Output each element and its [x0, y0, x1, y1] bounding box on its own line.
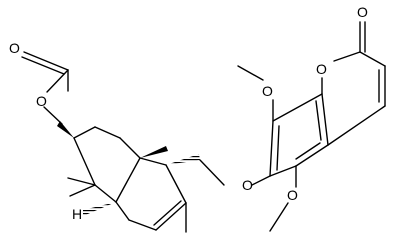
atom-label-ester-o: O — [36, 93, 47, 109]
bond-c4-c4a — [327, 105, 386, 146]
bond-c10-c5 — [115, 157, 141, 203]
decalin-ring-right — [83, 146, 200, 233]
bond-c7-c8 — [269, 120, 274, 177]
wedge-bond-c3-o — [57, 121, 74, 138]
bond-c2-c1 — [94, 126, 121, 139]
hash-bond-c5-h — [83, 202, 116, 216]
coumarin-pyrone-ring — [321, 21, 386, 146]
atom-label-lactone-ring-o: O — [316, 61, 327, 77]
bond-c2-c3 — [359, 51, 386, 67]
bond-c8a-c4a — [321, 93, 329, 146]
bond-c4-methyl-b — [69, 184, 96, 197]
bond-c9-c8 — [165, 164, 187, 204]
bond-ch2-o — [199, 159, 225, 186]
bond-c8-c7-double-a — [155, 202, 187, 231]
atom-labels: O O O O O O O H — [9, 4, 368, 222]
bond-c5-c4 — [94, 184, 117, 203]
atom-label-ether-link-o: O — [242, 177, 253, 193]
coumarin-benzene-ring — [269, 93, 329, 177]
bond-c4-c3 — [73, 137, 96, 186]
decalin-ring-left — [57, 121, 141, 203]
bond-ester-c-o — [46, 69, 69, 93]
bond-o-c7-coumarin — [251, 175, 271, 186]
methoxy-groups — [237, 65, 297, 232]
bond-ester-o-ring — [43, 106, 63, 125]
hash-bond-c9-ch2 — [166, 154, 200, 165]
acetate-group — [21, 51, 69, 125]
ether-linker — [199, 159, 271, 186]
bond-c7-c6 — [128, 219, 157, 231]
atom-label-methoxy-6-o: O — [287, 187, 298, 203]
bond-c3-c2 — [73, 126, 96, 139]
bond-c6-c5 — [115, 201, 130, 221]
bond-carbonyl-c-o-double-a — [23, 51, 69, 71]
bond-c7-c8-inner — [276, 125, 280, 171]
bond-o1-c2 — [333, 51, 361, 62]
bond-c4a-c5 — [295, 144, 329, 167]
bond-o-methyl-6 — [269, 202, 289, 232]
atom-label-methoxy-8-o: O — [262, 83, 273, 99]
bond-c1-c10 — [119, 137, 141, 159]
bond-c8-c8a — [272, 93, 323, 122]
bond-carbonyl-c-o-double-b — [21, 56, 65, 75]
bond-c8-c7-double-b — [153, 200, 182, 226]
bond-o-methyl-8 — [237, 65, 264, 81]
bond-c8a-c4a-inner — [315, 100, 322, 141]
bond-c4a-c5-inner — [295, 142, 321, 160]
atom-label-stereo-h: H — [72, 206, 82, 222]
atom-label-ester-carbonyl-o: O — [9, 40, 20, 56]
atom-label-lactone-carbonyl-o: O — [357, 4, 368, 20]
wedge-bond-c10-methyl — [140, 146, 168, 158]
bond-c4-methyl-a — [67, 177, 96, 186]
bond-c5-c6 — [269, 165, 297, 177]
bond-c10-c9 — [139, 157, 167, 166]
